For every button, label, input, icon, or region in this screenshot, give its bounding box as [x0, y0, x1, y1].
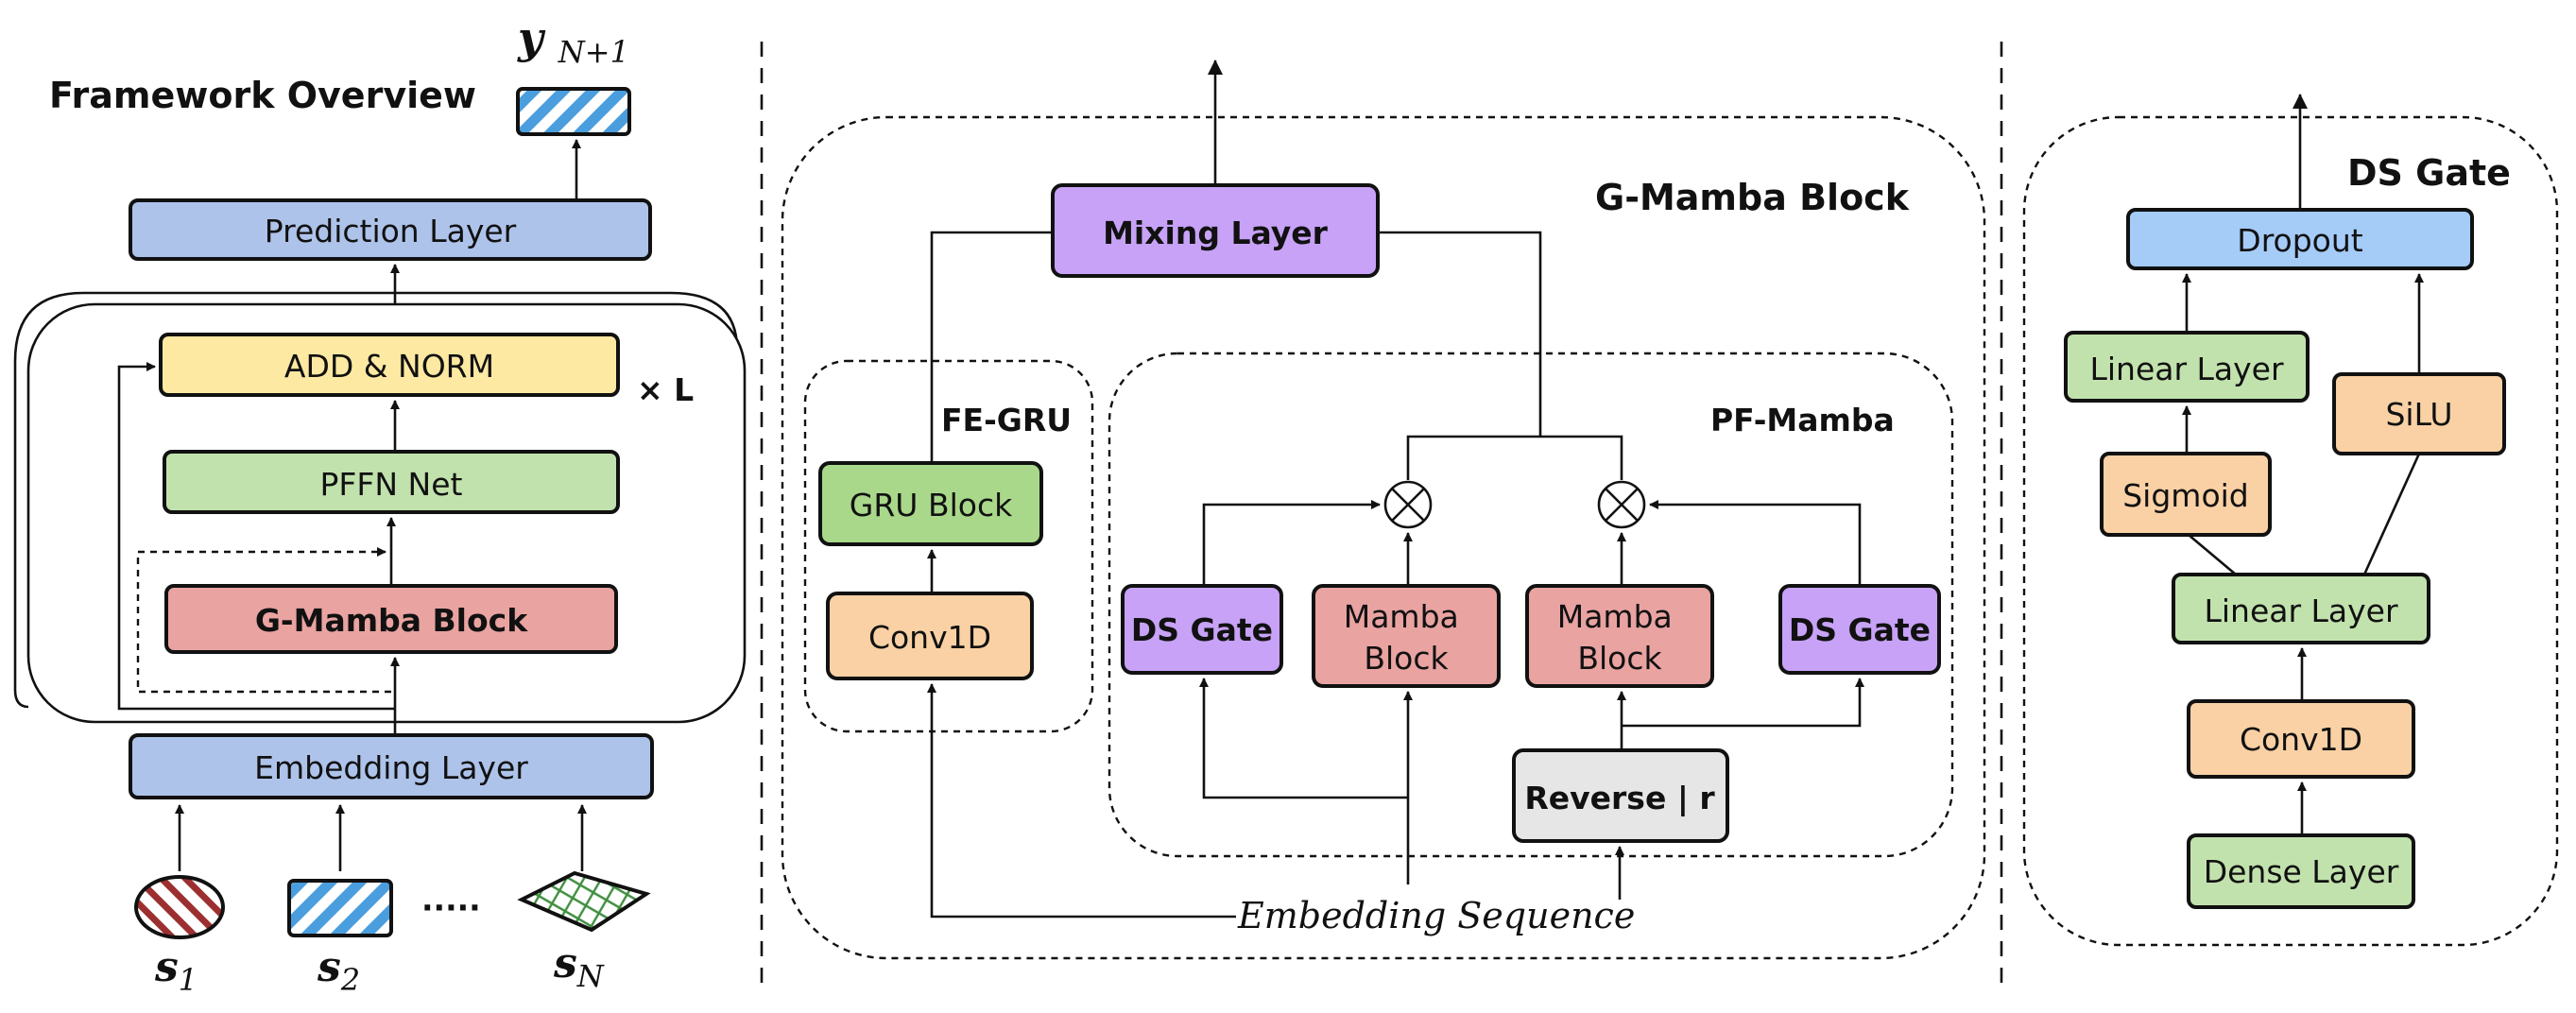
embedding-layer-label: Embedding Layer	[254, 749, 528, 786]
g-mamba-panel: G-Mamba Block Mixing Layer FE-GRU GRU Bl…	[781, 60, 1986, 960]
pffn-net-label: PFFN Net	[320, 466, 463, 503]
input-token-s1	[134, 875, 225, 939]
dense-layer-label: Dense Layer	[2204, 853, 2399, 890]
link-gru-to-mixing	[930, 231, 1053, 463]
output-label: y N+1	[517, 12, 629, 70]
residual-to-pffn	[136, 547, 391, 694]
sigmoid-box	[2100, 452, 2272, 537]
g-mamba-container	[781, 115, 1986, 960]
silu-label: SiLU	[2385, 396, 2452, 433]
reverse-label: Reverse | r	[1524, 780, 1715, 816]
link-mixing-to-pf	[1378, 231, 1542, 437]
layer-stack-back	[13, 291, 739, 362]
embedding-sequence-label: Embedding Sequence	[1237, 895, 1635, 936]
input-ellipsis: ·····	[421, 889, 481, 926]
embedding-layer-box	[129, 733, 654, 799]
prediction-layer-box	[129, 198, 652, 261]
fe-conv1d-label: Conv1D	[868, 619, 991, 656]
ds-conv1d-box	[2187, 699, 2415, 779]
input-label-s2: s2	[317, 943, 360, 998]
mamba-left-label: Mamba Block	[1344, 598, 1469, 677]
input-token-s2	[287, 879, 393, 937]
framework-overview-title: Framework Overview	[49, 75, 476, 116]
linear-mid-box	[2172, 573, 2430, 644]
g-mamba-block-box	[164, 584, 618, 654]
dropout-box	[2126, 208, 2474, 270]
multiply-right-cross	[1605, 488, 1639, 522]
ds-gate-left-box	[1121, 584, 1283, 675]
link-dsgate-left-to-mult	[1202, 500, 1381, 586]
input-label-s1: s1	[154, 943, 197, 998]
mamba-right-box	[1525, 584, 1714, 688]
output-symbol: y	[517, 12, 546, 63]
link-linear-mid-to-sigmoid	[2188, 534, 2237, 575]
mixing-layer-box	[1051, 183, 1380, 278]
link-seq-to-dsgate-left	[1199, 678, 1408, 799]
output-subscript: N+1	[558, 34, 629, 70]
gru-block-label: GRU Block	[850, 487, 1013, 524]
fe-conv1d-box	[826, 592, 1034, 680]
linear-top-box	[2064, 331, 2310, 403]
link-seq-to-conv1d	[927, 683, 1236, 919]
g-mamba-block-label: G-Mamba Block	[255, 602, 528, 639]
fe-gru-container	[803, 359, 1094, 733]
ds-gate-title: DS Gate	[2347, 152, 2511, 194]
residual-to-addnorm	[117, 362, 395, 711]
pffn-net-box	[163, 450, 620, 514]
add-norm-label: ADD & NORM	[284, 348, 494, 385]
ds-gate-right-label: DS Gate	[1789, 611, 1931, 648]
link-linear-mid-to-silu	[2362, 453, 2421, 575]
dense-layer-box	[2187, 833, 2415, 909]
linear-mid-label: Linear Layer	[2204, 592, 2397, 629]
g-mamba-title: G-Mamba Block	[1595, 177, 1910, 218]
link-reverse-to-dsgate-right	[1622, 678, 1864, 728]
mamba-left-box	[1312, 584, 1501, 688]
dropout-label: Dropout	[2237, 222, 2362, 259]
mamba-right-label: Mamba Block	[1557, 598, 1683, 677]
multiply-left-cross	[1391, 488, 1425, 522]
pf-mamba-title: PF-Mamba	[1710, 402, 1895, 438]
output-token	[516, 87, 631, 136]
ds-gate-left-label: DS Gate	[1131, 611, 1273, 648]
ds-gate-panel: DS Gate Dropout Linear Layer SiLU Sigmoi…	[2022, 94, 2559, 947]
link-dsgate-right-to-mult	[1649, 500, 1862, 586]
linear-top-label: Linear Layer	[2089, 351, 2283, 387]
link-multipliers-join	[1406, 435, 1623, 480]
input-label-sn: sN	[553, 939, 605, 994]
ds-gate-container	[2022, 115, 2559, 947]
repeat-times-label: × L	[637, 371, 694, 408]
framework-overview-panel: Framework Overview y N+1 Prediction Laye…	[13, 12, 747, 998]
fe-gru-title: FE-GRU	[941, 402, 1072, 438]
layer-stack-back-side	[13, 361, 29, 709]
add-norm-box	[159, 333, 620, 397]
ds-conv1d-label: Conv1D	[2240, 721, 2362, 758]
prediction-layer-label: Prediction Layer	[265, 213, 517, 249]
pf-mamba-container	[1108, 352, 1954, 858]
input-token-sn	[517, 870, 651, 933]
mixing-layer-label: Mixing Layer	[1103, 215, 1329, 251]
sigmoid-label: Sigmoid	[2122, 477, 2249, 514]
